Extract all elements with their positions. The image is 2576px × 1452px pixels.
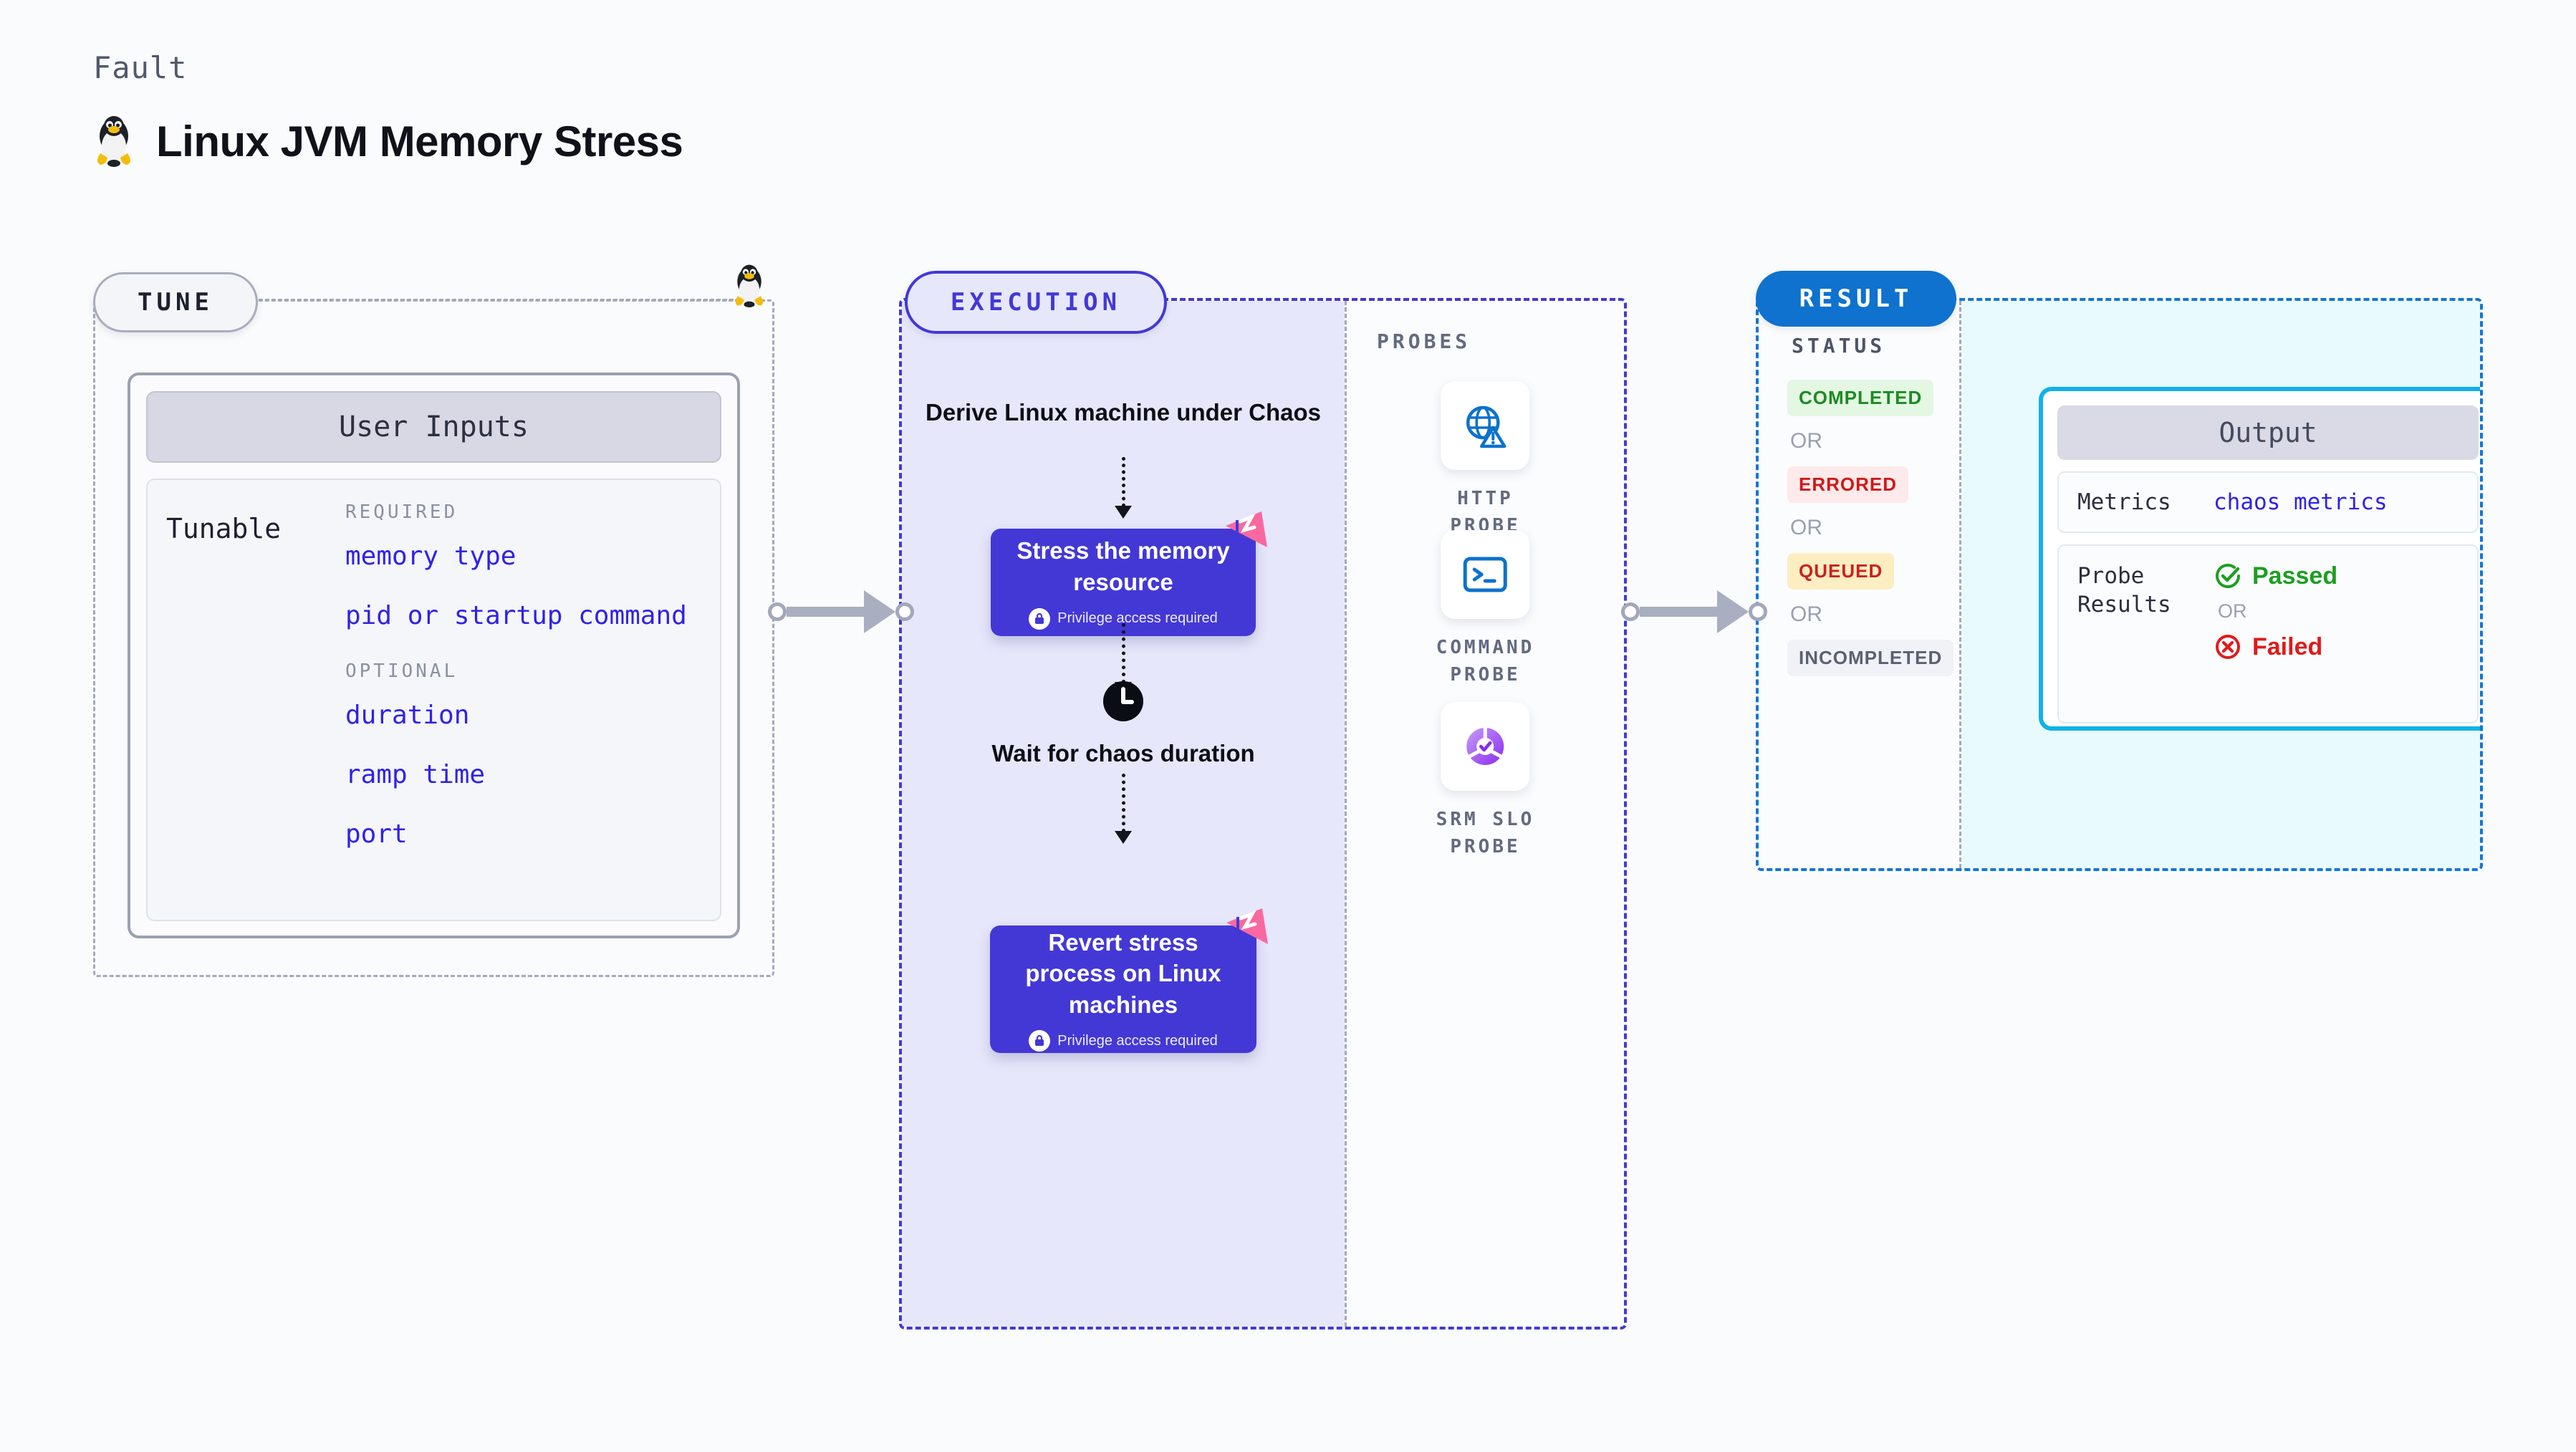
linux-tux-icon <box>92 115 136 168</box>
connector-execution-to-result <box>1621 590 1767 633</box>
probes-label: PROBES <box>1377 330 1471 353</box>
flow-arrow-down <box>1115 457 1132 519</box>
output-row-metrics: Metrics chaos metrics <box>2057 471 2479 533</box>
page-eyebrow: Fault <box>93 50 188 85</box>
tunable-item[interactable]: ramp time <box>345 760 486 789</box>
tunable-group-label-optional: OPTIONAL <box>345 660 458 682</box>
privilege-note-text: Privilege access required <box>1057 610 1218 627</box>
probe-label: COMMAND PROBE <box>1436 637 1535 686</box>
status-column: STATUS COMPLETED OR ERRORED OR QUEUED OR… <box>1759 301 1961 868</box>
probe-result-values: Passed OR Failed <box>2214 562 2337 706</box>
status-label: STATUS <box>1792 334 1886 357</box>
globe-warning-icon <box>1441 381 1530 470</box>
section-pill-result[interactable]: RESULT <box>1756 271 1956 327</box>
execution-step-derive: Derive Linux machine under Chaos <box>926 399 1321 425</box>
output-title: Output <box>2057 405 2479 460</box>
execution-card-stress-memory[interactable]: Stress the memory resource Privilege acc… <box>991 511 1267 636</box>
output-column: Output Metrics chaos metrics Probe Resul… <box>1961 301 2480 868</box>
tunable-item[interactable]: pid or startup command <box>345 601 687 630</box>
lock-icon <box>1029 607 1051 630</box>
privilege-note: Privilege access required <box>1029 1030 1218 1052</box>
output-metrics-value[interactable]: chaos metrics <box>2214 489 2388 515</box>
tune-dashed-connector <box>252 299 746 301</box>
chaos-ribbon-icon <box>1226 908 1268 944</box>
probe-passed-label: Passed <box>2252 562 2338 590</box>
x-circle-icon <box>2216 635 2240 659</box>
section-pill-execution[interactable]: EXECUTION <box>905 271 1167 334</box>
user-inputs-card: User Inputs Tunable REQUIRED memory type… <box>128 372 740 938</box>
probe-failed-label: Failed <box>2252 633 2323 660</box>
output-probe-key: Probe Results <box>2077 563 2171 618</box>
execution-card-label: Stress the memory resource <box>1017 537 1230 595</box>
probe-result-passed: Passed <box>2214 562 2337 590</box>
tunable-label: Tunable <box>166 513 282 544</box>
probe-result-failed: Failed <box>2214 633 2337 661</box>
connector-dot <box>768 602 787 621</box>
flow-arrow-down <box>1115 774 1132 844</box>
page-title: Linux JVM Memory Stress <box>156 117 683 165</box>
user-inputs-title: User Inputs <box>146 391 721 463</box>
execution-card-revert-stress[interactable]: Revert stress process on Linux machines … <box>990 908 1268 1053</box>
connector-dot <box>1621 602 1640 621</box>
output-card: Output Metrics chaos metrics Probe Resul… <box>2039 387 2480 731</box>
section-pill-tune[interactable]: TUNE <box>93 272 258 332</box>
tunable-group-label-required: REQUIRED <box>345 501 458 523</box>
check-circle-icon <box>2216 564 2240 588</box>
probe-item-http[interactable]: HTTP PROBE <box>1416 381 1555 539</box>
tunable-list: REQUIRED memory type pid or startup comm… <box>345 501 687 898</box>
result-region: STATUS COMPLETED OR ERRORED OR QUEUED OR… <box>1756 298 2483 871</box>
tunable-item[interactable]: duration <box>345 701 470 730</box>
probes-column: PROBES HTTP PROBE <box>1345 301 1624 1327</box>
terminal-icon <box>1441 530 1530 619</box>
connector-line <box>787 607 865 617</box>
connector-dot <box>1749 602 1767 621</box>
linux-tux-icon-marker <box>731 264 768 312</box>
tunable-box: Tunable REQUIRED memory type pid or star… <box>146 479 721 921</box>
probe-item-command[interactable]: COMMAND PROBE <box>1416 530 1555 688</box>
or-separator: OR <box>2218 600 2247 622</box>
page-title-row: Linux JVM Memory Stress <box>92 115 683 168</box>
status-badge: INCOMPLETED <box>1787 640 1954 676</box>
connector-arrowhead <box>1717 590 1749 633</box>
execution-card-label: Revert stress process on Linux machines <box>1025 928 1221 1018</box>
status-list: COMPLETED OR ERRORED OR QUEUED OR INCOMP… <box>1787 380 1954 676</box>
status-badge: COMPLETED <box>1787 380 1934 416</box>
connector-dot <box>895 602 914 621</box>
clock-icon <box>1102 681 1144 726</box>
or-separator: OR <box>1790 602 1822 626</box>
status-badge: ERRORED <box>1787 466 1909 503</box>
output-metrics-key: Metrics <box>2077 489 2171 515</box>
or-separator: OR <box>1790 429 1822 453</box>
connector-arrowhead <box>864 590 895 633</box>
output-row-probe-results: Probe Results Passed OR <box>2057 544 2479 723</box>
connector-tune-to-execution <box>768 590 914 633</box>
probe-label: SRM SLO PROBE <box>1436 809 1535 857</box>
connector-line <box>1640 607 1719 617</box>
privilege-note-text: Privilege access required <box>1057 1032 1218 1049</box>
status-badge: QUEUED <box>1787 553 1895 590</box>
chaos-ribbon-icon <box>1226 511 1267 547</box>
or-separator: OR <box>1790 516 1822 539</box>
lock-icon <box>1029 1030 1051 1052</box>
slo-donut-check-icon <box>1441 702 1530 791</box>
probe-item-srm-slo[interactable]: SRM SLO PROBE <box>1416 702 1555 860</box>
execution-step-wait: Wait for chaos duration <box>991 740 1255 766</box>
execution-column: Derive Linux machine under Chaos Stress … <box>902 301 1345 1327</box>
tunable-item[interactable]: port <box>345 819 408 849</box>
execution-probes-region: Derive Linux machine under Chaos Stress … <box>899 298 1627 1330</box>
privilege-note: Privilege access required <box>1029 607 1218 630</box>
tunable-item[interactable]: memory type <box>345 542 516 571</box>
